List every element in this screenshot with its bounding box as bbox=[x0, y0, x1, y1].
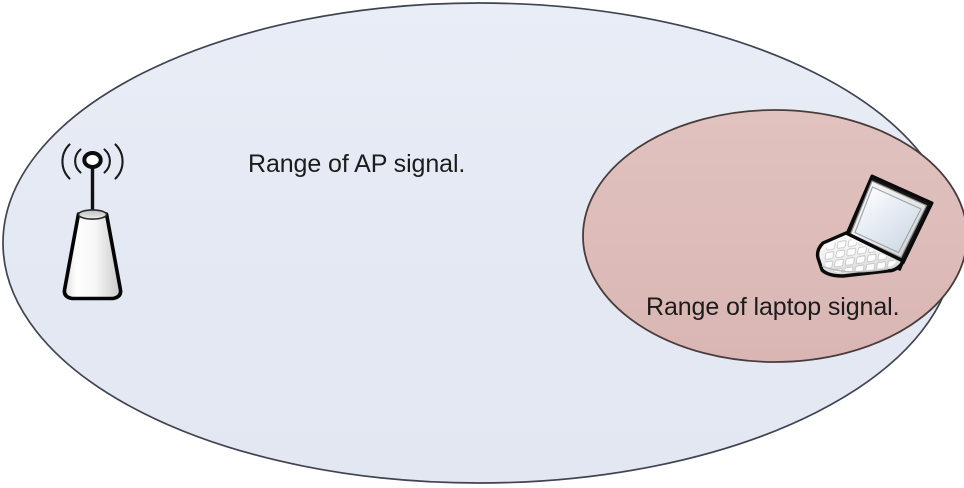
laptop-range-ellipse bbox=[582, 109, 964, 363]
wifi-signal-arcs-icon bbox=[61, 143, 124, 180]
laptop-range-label: Range of laptop signal. bbox=[646, 293, 900, 321]
laptop-keyboard bbox=[823, 237, 897, 273]
ap-range-label: Range of AP signal. bbox=[248, 150, 466, 178]
laptop-front-lip bbox=[821, 265, 889, 273]
antenna-base bbox=[62, 212, 123, 301]
laptop-screen bbox=[854, 186, 922, 254]
antenna-base-top bbox=[77, 209, 108, 220]
laptop-icon bbox=[815, 174, 934, 278]
access-point-icon bbox=[61, 143, 124, 301]
antenna-ring-icon bbox=[82, 151, 103, 169]
